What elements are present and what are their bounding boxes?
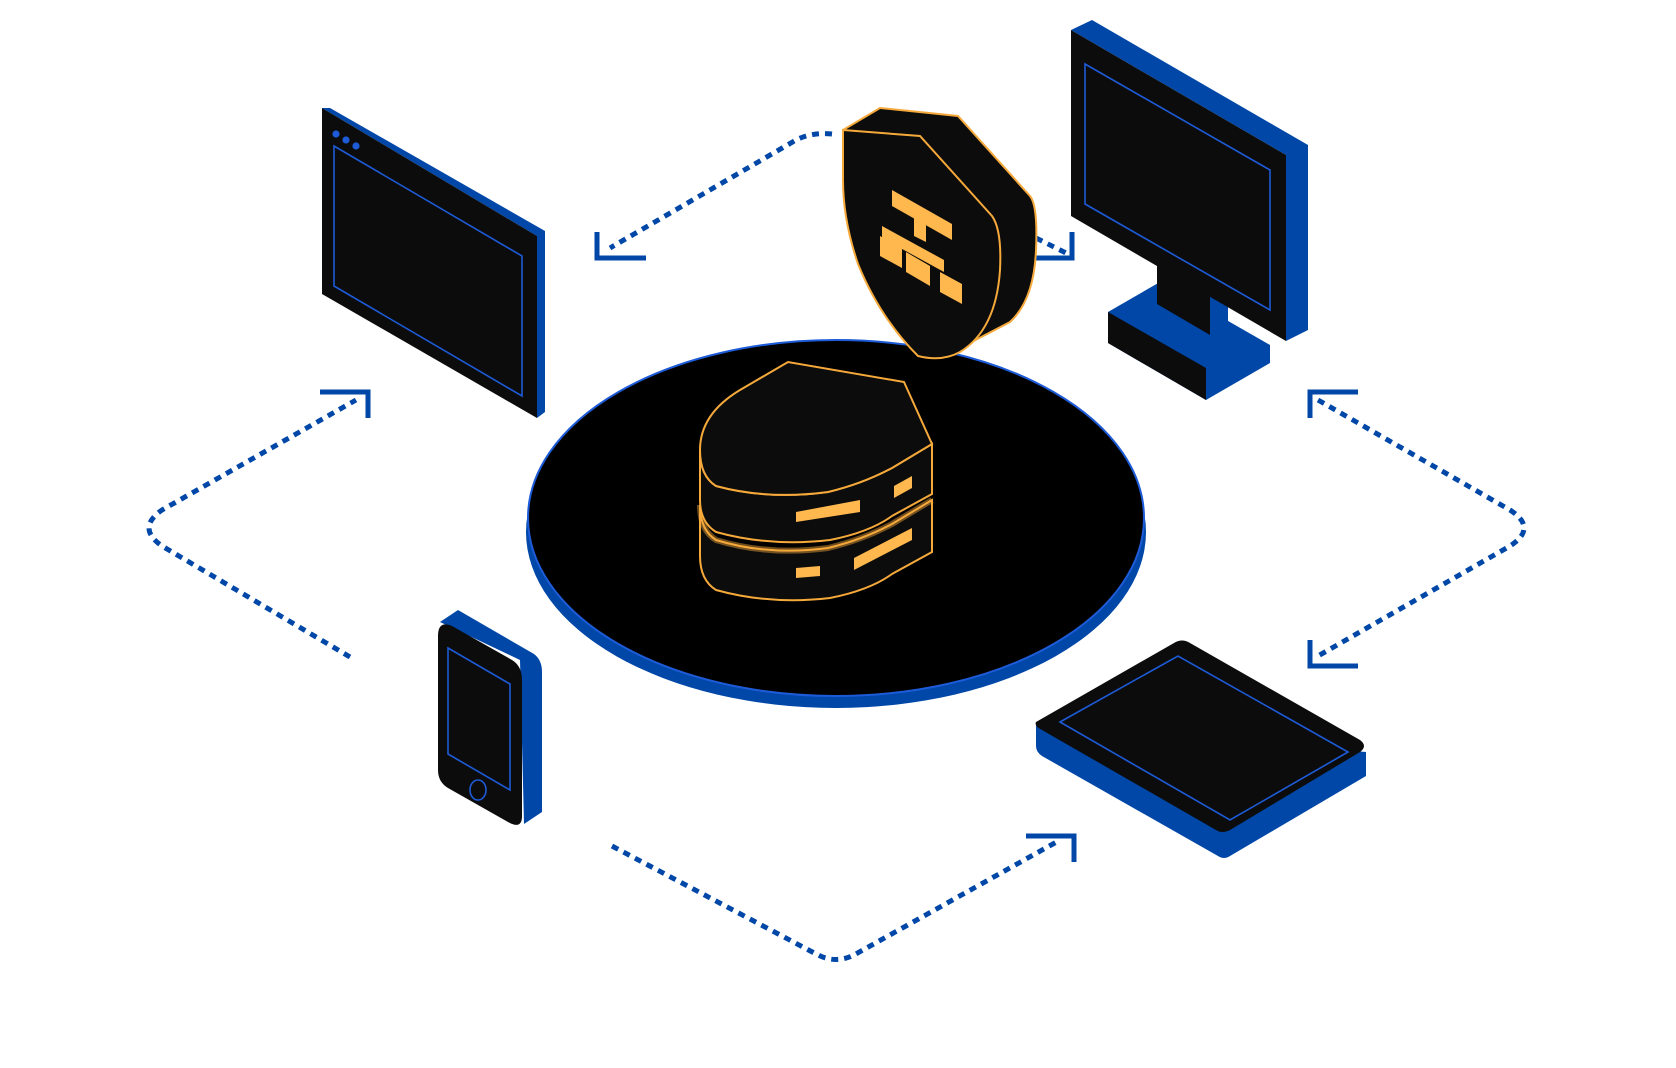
server-stack-icon	[697, 360, 934, 602]
connectors	[146, 131, 1527, 962]
smartphone-icon	[438, 610, 542, 825]
network-shield-icon	[841, 106, 1038, 360]
tablet-icon	[1035, 640, 1366, 858]
browser-window-icon	[322, 108, 545, 418]
connector-phone-to-tablet	[610, 833, 1077, 962]
monitor-icon	[1071, 20, 1308, 400]
connector-phone-to-browser	[146, 389, 371, 660]
connector-browser-to-shield	[594, 131, 833, 261]
connector-shield-to-monitor	[1034, 232, 1075, 261]
connector-monitor-to-tablet	[1307, 389, 1527, 669]
